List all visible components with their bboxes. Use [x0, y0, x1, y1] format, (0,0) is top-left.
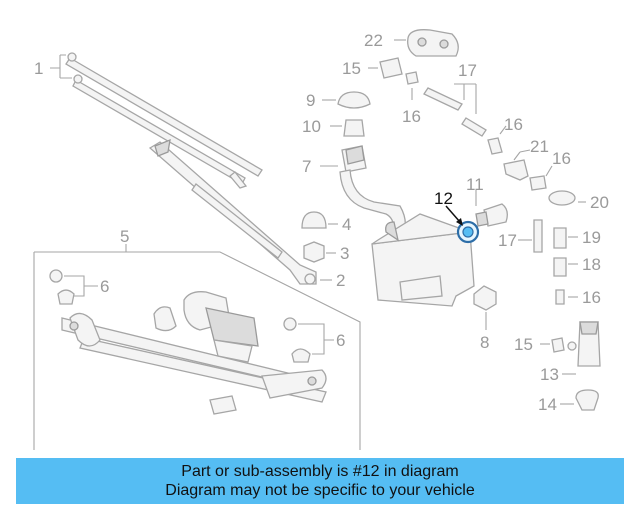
connector-16c	[529, 175, 547, 191]
washer-pump-11	[475, 203, 508, 227]
banner-line-2: Diagram may not be specific to your vehi…	[165, 482, 475, 499]
clip-15-upper	[379, 57, 403, 79]
cap-10	[343, 119, 365, 137]
callout-22: 22	[364, 31, 383, 50]
callout-17a: 17	[458, 61, 477, 80]
info-banner: Part or sub-assembly is #12 in diagram D…	[16, 458, 624, 504]
cap-9	[337, 91, 371, 109]
bolt-8	[473, 285, 497, 311]
banner-line-1: Part or sub-assembly is #12 in diagram	[181, 463, 459, 480]
callout-15b: 15	[514, 335, 533, 354]
grommet-20	[548, 190, 576, 206]
grommet-set-lower	[283, 317, 311, 363]
callout-20: 20	[590, 193, 609, 212]
nut-3	[303, 241, 325, 263]
wiper-blade	[65, 52, 263, 189]
callout-19: 19	[582, 228, 601, 247]
callout-8: 8	[480, 333, 489, 352]
callout-3: 3	[340, 244, 349, 263]
callout-13: 13	[540, 365, 559, 384]
nozzle-19	[553, 227, 567, 249]
callout-16b: 16	[504, 115, 523, 134]
callout-7: 7	[302, 157, 311, 176]
callout-5: 5	[120, 227, 129, 246]
joint-21	[503, 159, 529, 181]
washer-reservoir	[371, 213, 475, 307]
linkage-assembly-box	[33, 244, 361, 450]
connector-16d	[555, 289, 565, 305]
cap-4	[301, 211, 327, 229]
connector-16b	[487, 137, 503, 155]
callout-4: 4	[342, 215, 351, 234]
callout-18: 18	[582, 255, 601, 274]
hose-17-upper	[423, 87, 487, 137]
callout-14: 14	[538, 395, 557, 414]
callout-16d: 16	[582, 288, 601, 307]
hose-17-lower	[533, 219, 543, 253]
callout-21: 21	[530, 137, 549, 156]
callout-11: 11	[466, 175, 484, 194]
callout-9: 9	[306, 91, 315, 110]
washer-pump-13	[567, 321, 601, 367]
callout-16a: 16	[402, 107, 421, 126]
grommet-14	[575, 389, 599, 411]
callout-15a: 15	[342, 59, 361, 78]
callout-17b: 17	[498, 231, 517, 250]
nozzle-18	[553, 257, 567, 277]
callout-2: 2	[336, 271, 345, 290]
callout-6a: 6	[100, 277, 109, 296]
wiper-arm	[148, 138, 317, 285]
wiper-motor	[153, 291, 259, 363]
callout-16c: 16	[552, 149, 571, 168]
callout-10: 10	[302, 117, 321, 136]
grommet-set-upper	[49, 269, 75, 305]
callout-12: 12	[434, 189, 453, 208]
washer-nozzle-22	[407, 29, 459, 57]
parts-diagram: 1 2 3 4 5 6	[33, 29, 609, 450]
clip-15-lower	[551, 337, 565, 353]
callout-6b: 6	[336, 331, 345, 350]
connector-16a	[405, 71, 419, 85]
callout-1: 1	[34, 59, 43, 78]
highlighted-seal-12	[456, 220, 480, 244]
